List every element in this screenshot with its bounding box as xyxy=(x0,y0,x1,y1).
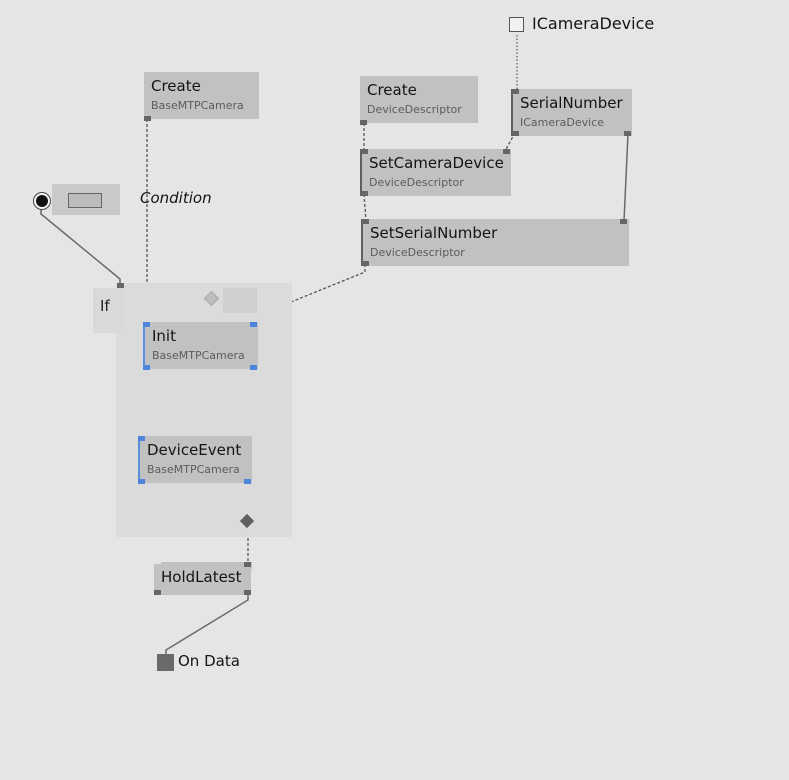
node-title: HoldLatest xyxy=(161,568,242,586)
node-create-camera[interactable]: Create BaseMTPCamera xyxy=(144,72,259,119)
input-port[interactable] xyxy=(620,219,627,224)
node-title: Create xyxy=(367,81,417,99)
wire-serial-to-setserial xyxy=(623,133,629,222)
node-serial-number[interactable]: SerialNumber ICameraDevice xyxy=(511,89,632,136)
camera-device-input-box[interactable] xyxy=(509,17,524,32)
node-title: DeviceEvent xyxy=(147,441,242,459)
node-hold-latest[interactable]: HoldLatest xyxy=(154,564,251,595)
node-title: SerialNumber xyxy=(520,94,623,112)
input-port[interactable] xyxy=(244,562,251,567)
input-port[interactable] xyxy=(138,436,145,441)
on-data-output-label: On Data xyxy=(178,652,240,670)
if-condition-port[interactable] xyxy=(117,283,124,288)
output-port[interactable] xyxy=(250,365,257,370)
input-port[interactable] xyxy=(512,89,519,94)
output-port[interactable] xyxy=(244,479,251,484)
wire-setcamera-to-setserial xyxy=(363,193,367,222)
output-port[interactable] xyxy=(624,131,631,136)
input-port[interactable] xyxy=(361,149,368,154)
output-port[interactable] xyxy=(144,116,151,121)
node-type: DeviceDescriptor xyxy=(367,103,462,116)
output-port[interactable] xyxy=(512,131,519,136)
input-port[interactable] xyxy=(143,322,150,327)
condition-source-icon[interactable] xyxy=(34,193,50,209)
node-title: Init xyxy=(152,327,176,345)
condition-value-box[interactable] xyxy=(68,193,102,208)
condition-label: Condition xyxy=(140,189,212,207)
if-header-box[interactable] xyxy=(223,288,257,313)
input-port[interactable] xyxy=(250,322,257,327)
node-type: DeviceDescriptor xyxy=(370,246,465,259)
node-title: SetSerialNumber xyxy=(370,224,498,242)
node-type: BaseMTPCamera xyxy=(147,463,240,476)
condition-field[interactable] xyxy=(52,184,120,215)
output-port[interactable] xyxy=(143,365,150,370)
node-type: DeviceDescriptor xyxy=(369,176,464,189)
node-set-camera-device[interactable]: SetCameraDevice DeviceDescriptor xyxy=(360,149,511,196)
output-port[interactable] xyxy=(361,191,368,196)
wire-holdlatest-to-ondata xyxy=(165,593,249,655)
node-create-descriptor[interactable]: Create DeviceDescriptor xyxy=(360,76,478,123)
input-port[interactable] xyxy=(362,219,369,224)
node-type: BaseMTPCamera xyxy=(151,99,244,112)
output-port[interactable] xyxy=(138,479,145,484)
wire-condition-to-if xyxy=(40,207,121,285)
node-type: ICameraDevice xyxy=(520,116,605,129)
node-init[interactable]: Init BaseMTPCamera xyxy=(143,322,258,369)
output-port[interactable] xyxy=(360,120,367,125)
on-data-output-box[interactable] xyxy=(157,654,174,671)
node-title: SetCameraDevice xyxy=(369,154,504,172)
node-type: BaseMTPCamera xyxy=(152,349,245,362)
input-port[interactable] xyxy=(503,149,510,154)
camera-device-input-label: ICameraDevice xyxy=(532,14,655,33)
node-title: Create xyxy=(151,77,201,95)
output-port[interactable] xyxy=(244,590,251,595)
node-device-event[interactable]: DeviceEvent BaseMTPCamera xyxy=(138,436,252,483)
output-port[interactable] xyxy=(154,590,161,595)
if-group-label: If xyxy=(93,288,123,333)
output-port[interactable] xyxy=(362,261,369,266)
node-set-serial-number[interactable]: SetSerialNumber DeviceDescriptor xyxy=(361,219,629,266)
